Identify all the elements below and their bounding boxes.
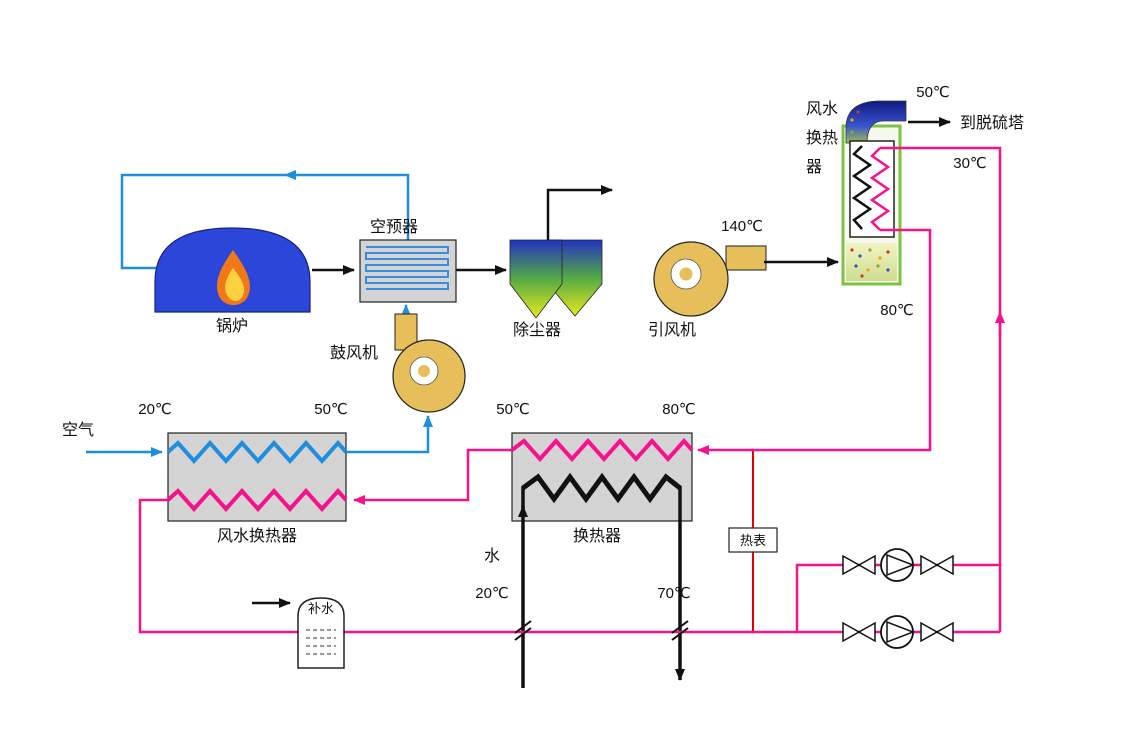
flue-pipe-dust-to-fan (546, 185, 613, 240)
air-pipe-to-boiler (120, 173, 285, 270)
supply-pipe-80 (697, 228, 932, 455)
induced-fan (653, 241, 767, 317)
blower-hub (418, 365, 430, 377)
induced-fan-outlet (725, 245, 767, 271)
water-coil (166, 487, 348, 513)
heat-meter-box (728, 527, 778, 553)
fan-outlet-temp: 140℃ (721, 218, 763, 235)
tap-water-out-temp: 70℃ (657, 585, 691, 602)
valve-icon (935, 621, 954, 643)
air-preheater-coil (365, 246, 449, 290)
boiler (154, 227, 311, 313)
cold-coil (521, 472, 682, 504)
supply-pipe-50 (353, 448, 512, 505)
tap-water-in-temp: 20℃ (475, 585, 509, 602)
speck (850, 248, 854, 252)
pipe-break-right (671, 620, 689, 641)
water-hx (510, 432, 694, 522)
makeup-tank-shape (297, 597, 345, 669)
to-desulfurizer-label: 到脱硫塔 (960, 114, 1024, 132)
induced-fan-label: 引风机 (648, 321, 696, 339)
speck (878, 256, 882, 260)
cooler-water-coil (869, 147, 891, 231)
heat-exchanger-label: 换热器 (573, 527, 621, 545)
makeup-tank (297, 597, 345, 669)
pump-impeller (886, 553, 916, 577)
cooler-outlet-duct (845, 100, 907, 144)
cooler-flue-coil (851, 145, 873, 230)
hx-out-temp: 80℃ (662, 401, 696, 418)
water-label: 水 (484, 547, 500, 565)
supply-80-temp: 80℃ (880, 302, 914, 319)
flame-inner (225, 268, 245, 301)
hot-coil (510, 437, 694, 463)
dust-collector-label: 除尘器 (513, 321, 561, 339)
air-label: 空气 (62, 421, 94, 439)
valve-icon (857, 554, 876, 576)
flue-gas-cooler (841, 100, 907, 286)
blower-fan (392, 304, 466, 413)
air-in-temp: 20℃ (138, 401, 172, 418)
speck (854, 264, 858, 268)
air-pipe-hx-to-blower (346, 415, 433, 454)
speck (886, 250, 890, 254)
cooler-label-1: 风水 (806, 100, 838, 118)
hx-in-temp: 50℃ (496, 401, 530, 418)
valve-icon (920, 621, 939, 643)
speck (850, 118, 854, 122)
valve-icon (935, 554, 954, 576)
pipe-break-left (514, 620, 532, 641)
air-pipe-preheater-to-boiler (284, 170, 410, 240)
boiler-label: 锅炉 (216, 317, 248, 335)
speck (860, 274, 864, 278)
air-out-temp: 50℃ (314, 401, 348, 418)
speck (858, 254, 862, 258)
valve-icon (842, 554, 861, 576)
cooler-label-2: 换热 (806, 129, 838, 147)
heat-meter-label: 热表 (740, 533, 766, 548)
speck (850, 130, 854, 134)
valve-icon (920, 554, 939, 576)
air-water-hx (166, 432, 348, 522)
speck (868, 248, 872, 252)
dust-collector-left (509, 239, 563, 319)
makeup-water-label: 补水 (308, 601, 334, 616)
valve-icon (857, 621, 876, 643)
water-return-temp: 30℃ (953, 155, 987, 172)
cooler-inlet-zone (846, 243, 897, 281)
cooler-label-3: 器 (806, 158, 822, 176)
speck (866, 268, 870, 272)
return-riser-pipe (899, 146, 1002, 632)
air-water-hx-label: 风水换热器 (217, 527, 297, 545)
pump-line-2 (842, 615, 954, 649)
air-preheater-label: 空预器 (370, 218, 418, 236)
blower-label: 鼓风机 (330, 344, 378, 362)
flue-outlet-temp: 50℃ (916, 84, 950, 101)
pump-impeller (886, 620, 916, 644)
air-coil (166, 439, 348, 465)
return-bottom-pipe (138, 498, 1000, 634)
induced-fan-hub (679, 267, 693, 281)
air-preheater (359, 239, 457, 303)
pump-line-1 (842, 548, 954, 582)
dust-collector (509, 239, 603, 319)
speck (856, 110, 860, 114)
makeup-tank-water-level (306, 629, 336, 655)
speck (876, 264, 880, 268)
speck (886, 268, 890, 272)
valve-icon (842, 621, 861, 643)
